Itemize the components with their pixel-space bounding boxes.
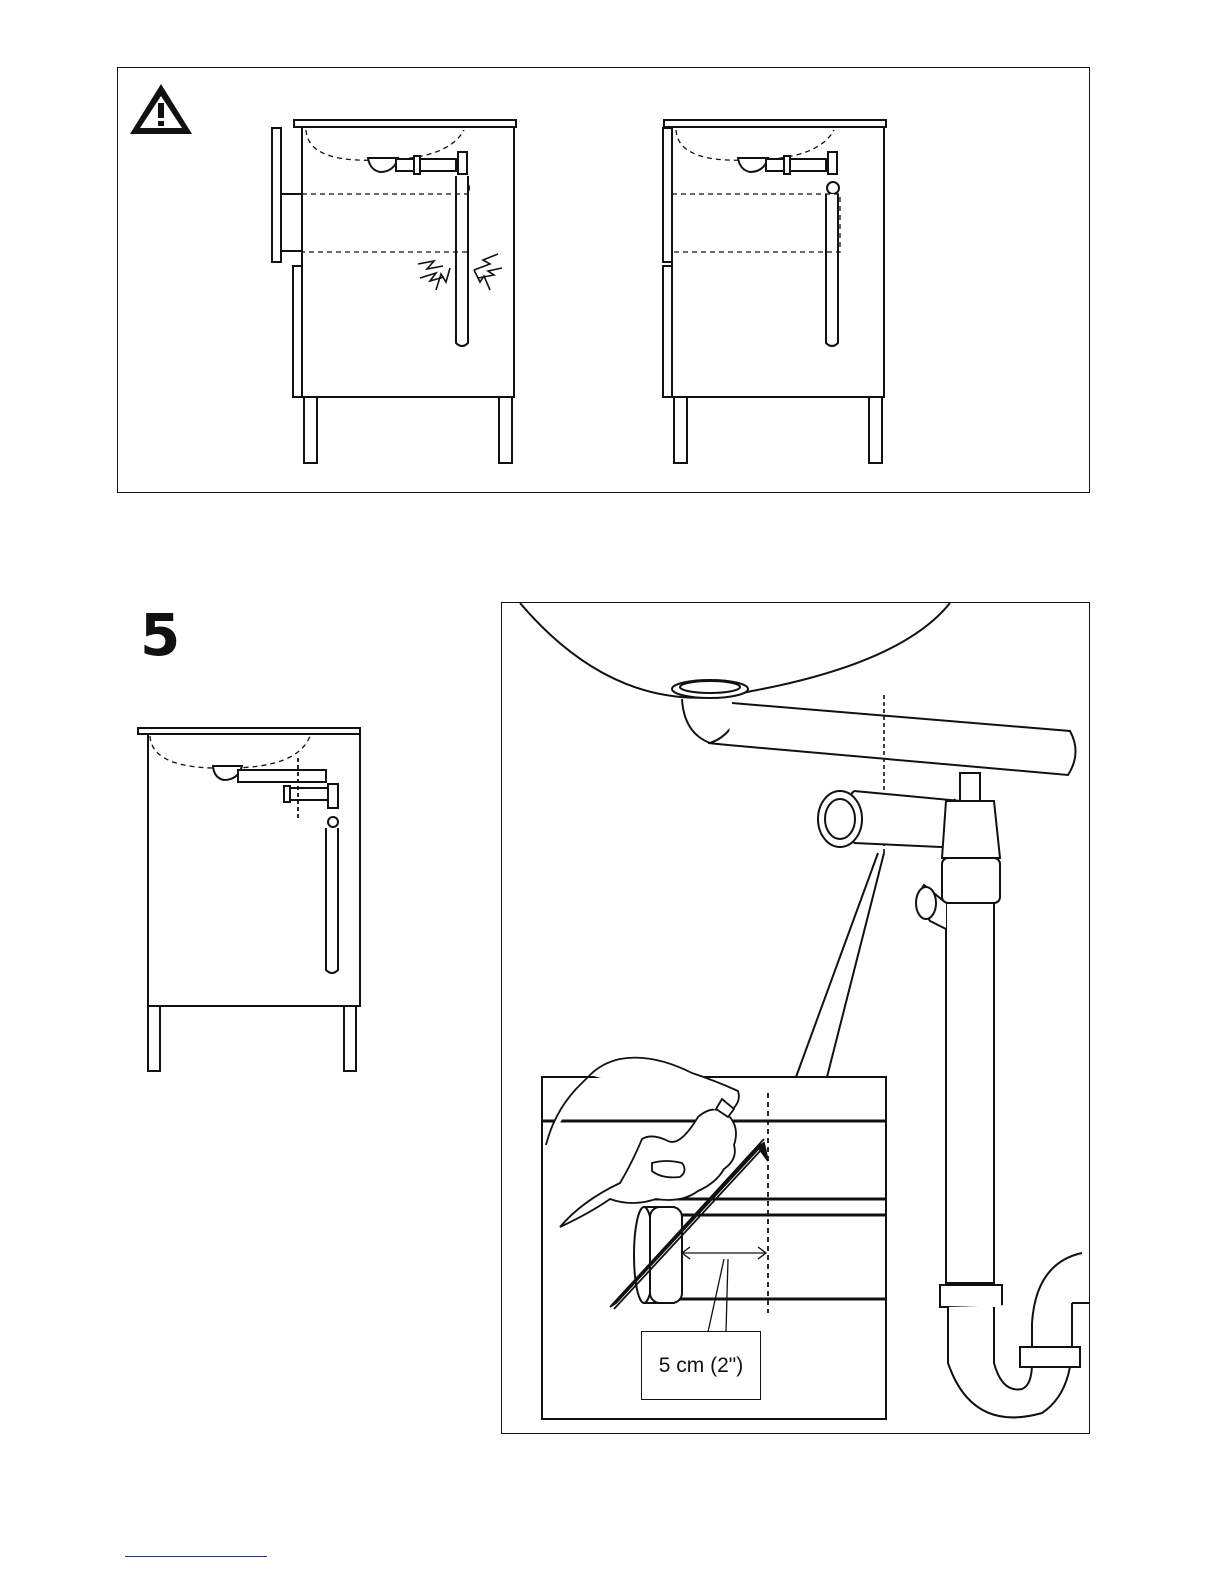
cabinet-correct — [663, 120, 886, 463]
cabinet-incorrect — [272, 120, 516, 463]
step-number: 5 — [140, 606, 180, 664]
warning-panel — [117, 67, 1090, 493]
warning-triangle-icon — [130, 84, 192, 134]
detail-illustration — [502, 603, 1090, 1434]
measurement-label: 5 cm (2") — [641, 1331, 761, 1400]
detail-panel — [501, 602, 1090, 1434]
warning-illustration — [118, 68, 1091, 494]
footer-divider — [125, 1556, 267, 1557]
overview-cabinet — [128, 720, 378, 1080]
